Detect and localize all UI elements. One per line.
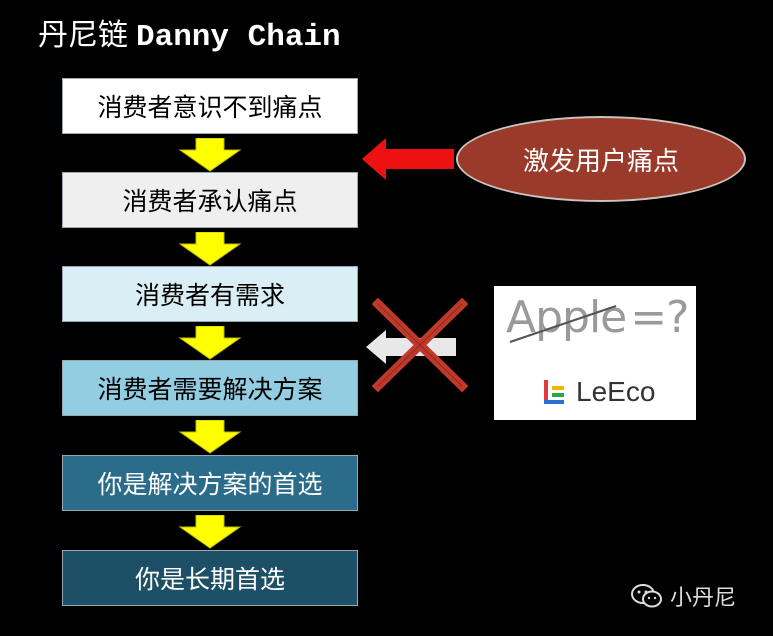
step-label: 你是长期首选 <box>134 565 285 594</box>
watermark: 小丹尼 <box>630 580 736 612</box>
step-box-3: 消费者有需求 <box>62 266 358 322</box>
down-arrow-icon <box>178 232 242 266</box>
step-box-5: 你是解决方案的首选 <box>62 455 358 511</box>
apple-suffix: =? <box>630 292 689 343</box>
trigger-label: 激发用户痛点 <box>522 146 679 177</box>
step-box-6: 你是长期首选 <box>62 550 358 606</box>
apple-label: Apple <box>506 292 627 343</box>
down-arrow-icon <box>178 326 242 360</box>
cross-icon <box>372 298 468 392</box>
title-chinese: 丹尼链 <box>38 18 128 53</box>
step-label: 消费者有需求 <box>134 281 285 310</box>
step-label: 消费者意识不到痛点 <box>97 93 323 122</box>
left-arrow-icon <box>362 138 454 180</box>
down-arrow-icon <box>178 420 242 454</box>
step-label: 你是解决方案的首选 <box>97 470 323 499</box>
leeco-label: LeEco <box>576 376 656 407</box>
wechat-icon <box>631 584 662 608</box>
strikethrough-icon <box>509 305 617 343</box>
step-box-1: 消费者意识不到痛点 <box>62 78 358 134</box>
leeco-logo: LeEco <box>542 376 655 408</box>
title-english: Danny Chain <box>136 20 341 55</box>
step-box-2: 消费者承认痛点 <box>62 172 358 228</box>
trigger-oval: 激发用户痛点 <box>456 116 746 202</box>
leeco-icon <box>544 380 564 404</box>
down-arrow-icon <box>178 138 242 172</box>
step-box-4: 消费者需要解决方案 <box>62 360 358 416</box>
watermark-label: 小丹尼 <box>670 586 737 611</box>
down-arrow-icon <box>178 515 242 549</box>
step-label: 消费者需要解决方案 <box>97 375 323 404</box>
competitor-logo-panel: Apple=? LeEco <box>494 286 696 420</box>
apple-wordmark: Apple=? <box>506 292 690 343</box>
step-label: 消费者承认痛点 <box>122 187 298 216</box>
